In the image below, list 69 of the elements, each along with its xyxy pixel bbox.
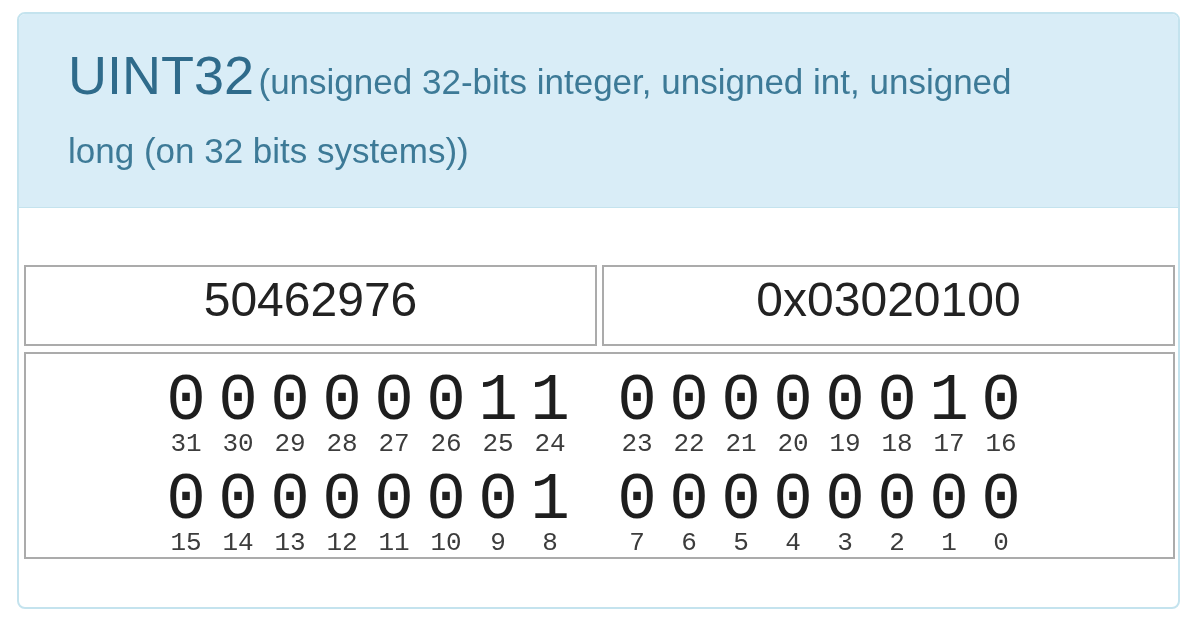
bit-digit: 0: [772, 469, 814, 533]
bit-index: 30: [221, 433, 255, 455]
bit-digit: 0: [928, 469, 970, 533]
bit-digit: 0: [668, 469, 710, 533]
bit-digit: 0: [425, 370, 467, 434]
bit-digit: 0: [720, 469, 762, 533]
bit-digit: 0: [217, 370, 259, 434]
bit-digit: 0: [321, 469, 363, 533]
bit-index: 4: [784, 532, 802, 554]
bit-digit: 0: [616, 370, 658, 434]
bit-digit: 0: [824, 469, 866, 533]
bit-index: 24: [533, 433, 567, 455]
bit-digit: 0: [165, 469, 207, 533]
panel: [17, 12, 1180, 609]
bit-index: 19: [828, 433, 862, 455]
panel-title: UINT32(unsigned 32-bits integer, unsigned int, unsigned long (on 32 bits systems)): [68, 44, 1013, 172]
bit-digit: 0: [269, 469, 311, 533]
bit-index: 23: [620, 433, 654, 455]
bit-index: 20: [776, 433, 810, 455]
bit-digit: 0: [668, 370, 710, 434]
bit-index: 15: [169, 532, 203, 554]
bit-digit: 0: [321, 370, 363, 434]
bit-digit: 1: [529, 370, 571, 434]
bit-index: 16: [984, 433, 1018, 455]
bit-grid-frame: [24, 352, 1175, 559]
bit-index: 5: [732, 532, 750, 554]
bit-index: 21: [724, 433, 758, 455]
bit-digit: 0: [616, 469, 658, 533]
bit-digit: 0: [373, 469, 415, 533]
bit-index: 2: [888, 532, 906, 554]
bit-index: 9: [489, 532, 507, 554]
bit-index: 18: [880, 433, 914, 455]
bit-index: 22: [672, 433, 706, 455]
bit-index: 6: [680, 532, 698, 554]
bit-index: 17: [932, 433, 966, 455]
bit-index: 7: [628, 532, 646, 554]
bit-digit: 0: [477, 469, 519, 533]
bit-index: 25: [481, 433, 515, 455]
bit-digit: 0: [980, 370, 1022, 434]
bit-digit: 1: [928, 370, 970, 434]
hex-value-cell: 0x03020100: [602, 265, 1175, 346]
bit-index: 11: [377, 532, 411, 554]
bit-digit: 0: [772, 370, 814, 434]
bit-index: 26: [429, 433, 463, 455]
bit-digit: 0: [980, 469, 1022, 533]
bit-index: 14: [221, 532, 255, 554]
bit-digit: 0: [876, 370, 918, 434]
bit-index: 12: [325, 532, 359, 554]
bit-index: 31: [169, 433, 203, 455]
bit-digit: 0: [217, 469, 259, 533]
bit-index: 28: [325, 433, 359, 455]
bit-index: 13: [273, 532, 307, 554]
bit-digit: 0: [824, 370, 866, 434]
bit-index: 29: [273, 433, 307, 455]
bit-index: 1: [940, 532, 958, 554]
bit-index: 10: [429, 532, 463, 554]
decimal-value-cell: 50462976: [24, 265, 597, 346]
bit-digit: 1: [477, 370, 519, 434]
bit-index: 27: [377, 433, 411, 455]
bit-digit: 0: [876, 469, 918, 533]
bit-digit: 0: [720, 370, 762, 434]
bit-index: 3: [836, 532, 854, 554]
bit-index: 0: [992, 532, 1010, 554]
bit-digit: 0: [269, 370, 311, 434]
bit-digit: 0: [425, 469, 467, 533]
bit-digit: 0: [165, 370, 207, 434]
bit-digit: 0: [373, 370, 415, 434]
bit-index: 8: [541, 532, 559, 554]
bit-digit: 1: [529, 469, 571, 533]
